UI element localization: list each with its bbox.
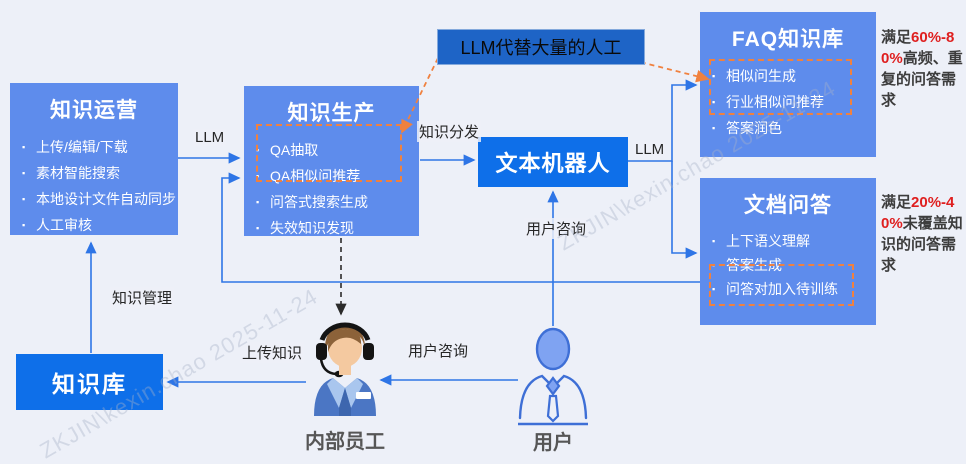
internal-staff-icon <box>314 322 376 416</box>
node-knowledge-base: 知识库 <box>16 354 163 410</box>
panel-knowledge-operations: 知识运营 ▪上传/编辑/下载 ▪素材智能搜索 ▪本地设计文件自动同步 ▪人工审核 <box>10 83 178 235</box>
list-item: ▪上传/编辑/下载 <box>10 134 178 160</box>
llm-highlight-frame <box>709 264 854 306</box>
note-doc-coverage: 满足20%-40%未覆盖知识的问答需求 <box>881 192 966 276</box>
panel-item-list: ▪相似问生成 ▪行业相似问推荐 ▪答案润色 <box>700 63 876 141</box>
edge-label-knowledge-distribution: 知识分发 <box>417 121 482 142</box>
llm-highlight-frame <box>709 59 852 115</box>
bullet-icon: ▪ <box>22 142 26 152</box>
note-faq-coverage: 满足60%-80%高频、重复的问答需求 <box>881 27 966 111</box>
edge-bot-to-doc <box>671 161 698 259</box>
bullet-icon: ▪ <box>22 168 26 178</box>
bullet-icon: ▪ <box>256 197 260 207</box>
note-text: 满足 <box>881 29 912 46</box>
panel-title: 知识运营 <box>50 99 138 122</box>
user-label: 用户 <box>533 432 573 454</box>
edge-label-user-consult: 用户咨询 <box>406 340 471 361</box>
bullet-icon: ▪ <box>712 97 716 107</box>
bullet-icon: ▪ <box>712 71 716 81</box>
llm-highlight-frame <box>256 124 402 182</box>
edge-label-llm: LLM <box>193 129 227 146</box>
bullet-icon: ▪ <box>712 236 716 246</box>
panel-item-list: ▪上下语义理解 ▪答案生成 ▪问答对加入待训练 <box>700 229 876 301</box>
list-item: ▪上下语义理解 <box>700 229 876 253</box>
panel-faq-knowledge-base: FAQ知识库 ▪相似问生成 ▪行业相似问推荐 ▪答案润色 <box>700 12 876 157</box>
node-label: 文本机器人 <box>495 151 611 176</box>
list-item: ▪素材智能搜索 <box>10 160 178 186</box>
callout-llm-replaces-manual-work: LLM代替大量的人工 <box>437 29 645 65</box>
panel-item-list: ▪上传/编辑/下载 ▪素材智能搜索 ▪本地设计文件自动同步 ▪人工审核 <box>10 134 178 238</box>
edge-label-knowledge-management: 知识管理 <box>110 287 175 308</box>
node-text-robot: 文本机器人 <box>478 137 628 187</box>
panel-title: 文档问答 <box>744 194 832 217</box>
panel-title: FAQ知识库 <box>731 28 845 51</box>
node-label: 知识库 <box>52 371 127 397</box>
bullet-icon: ▪ <box>712 123 716 133</box>
edge-label-llm: LLM <box>633 141 667 158</box>
list-item: ▪问答式搜索生成 <box>244 189 419 215</box>
list-item: ▪答案润色 <box>700 115 876 141</box>
user-icon <box>518 327 588 426</box>
panel-knowledge-production: 知识生产 ▪QA抽取 ▪QA相似问推荐 ▪问答式搜索生成 ▪失效知识发现 <box>244 86 419 236</box>
list-item: ▪失效知识发现 <box>244 215 419 241</box>
note-text: 未覆盖知识的问答需求 <box>881 215 963 274</box>
callout-label: LLM代替大量的人工 <box>460 38 622 58</box>
note-highlight: 60%-80% <box>881 29 955 67</box>
note-text: 高频、重复的问答需求 <box>881 50 963 109</box>
bullet-icon: ▪ <box>22 194 26 204</box>
bullet-icon: ▪ <box>256 223 260 233</box>
list-item: ▪相似问生成 <box>700 63 876 89</box>
list-item: ▪人工审核 <box>10 212 178 238</box>
note-highlight: 20%-40% <box>881 194 955 232</box>
bullet-icon: ▪ <box>22 220 26 230</box>
panel-document-qa: 文档问答 ▪上下语义理解 ▪答案生成 ▪问答对加入待训练 <box>700 178 876 325</box>
internal-staff-label: 内部员工 <box>305 431 385 453</box>
edge-label-user-consult: 用户咨询 <box>524 218 589 239</box>
note-text: 满足 <box>881 194 912 211</box>
list-item: ▪行业相似问推荐 <box>700 89 876 115</box>
edge-label-upload-knowledge: 上传知识 <box>240 342 305 363</box>
list-item: ▪问答对加入待训练 <box>700 277 876 301</box>
panel-title: 知识生产 <box>287 102 376 125</box>
list-item: ▪本地设计文件自动同步 <box>10 186 178 212</box>
bullet-icon: ▪ <box>712 284 716 294</box>
